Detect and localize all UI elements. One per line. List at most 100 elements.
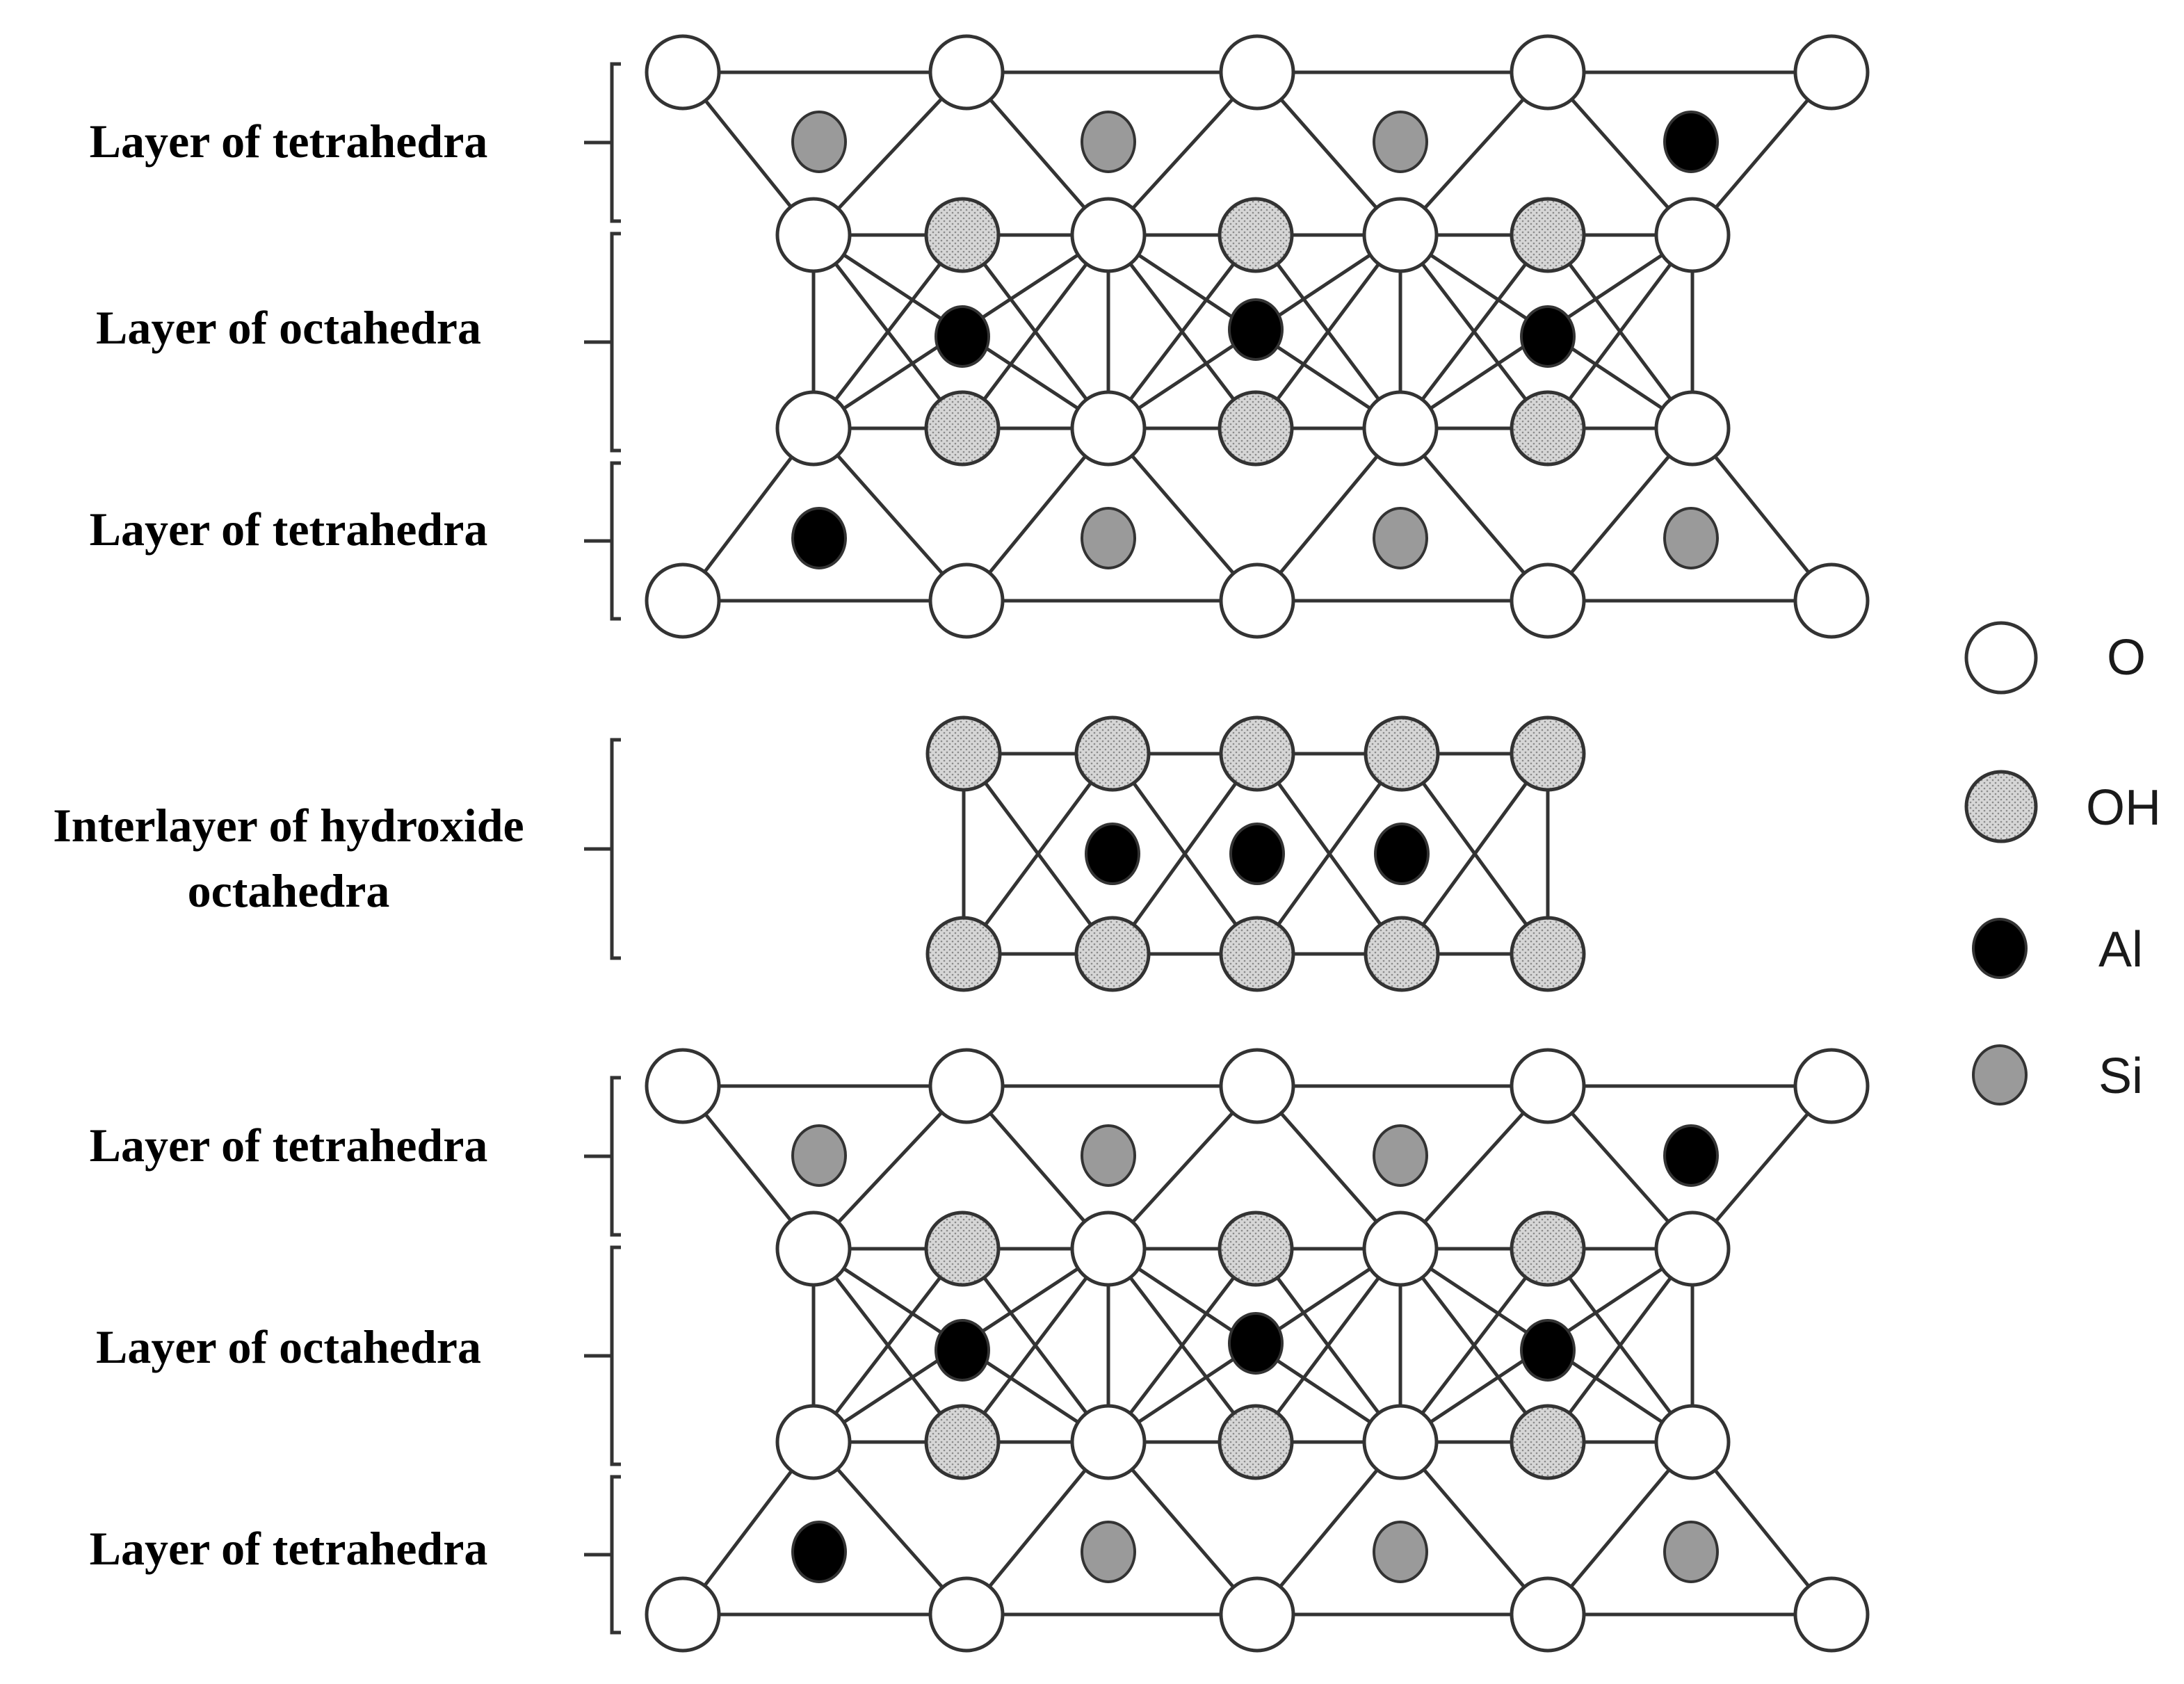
atom-al — [1663, 111, 1719, 173]
atom-o — [1793, 1048, 1870, 1124]
top-octa-diag — [1254, 234, 1402, 430]
atom-o — [1219, 1048, 1295, 1124]
atom-o — [1070, 1211, 1147, 1287]
interlayer-bracket — [584, 738, 621, 960]
bottom-tetra-lower-zig — [812, 1441, 968, 1616]
atom-si — [1081, 507, 1136, 569]
atom-o — [1362, 1404, 1439, 1480]
legend-label-o: O — [2107, 630, 2146, 686]
interlayer-cross — [1400, 752, 1550, 955]
atom-oh — [1218, 1404, 1294, 1480]
atom-al — [1228, 1312, 1284, 1375]
bottom-octa-diag — [1399, 1247, 1549, 1443]
top-bracket-tetra-upper — [584, 62, 621, 223]
atom-si — [1373, 507, 1428, 569]
atom-oh — [924, 1211, 1001, 1287]
label-top-tetra-upper: Layer of tetrahedra — [90, 115, 488, 168]
label-interlayer-line1: Interlayer of hydroxide — [53, 799, 524, 852]
label-bottom-octa: Layer of octahedra — [96, 1320, 481, 1373]
atom-o — [645, 1576, 721, 1653]
atom-o — [928, 1048, 1005, 1124]
atom-oh — [1074, 916, 1151, 992]
interlayer-cross — [1110, 752, 1259, 955]
atom-oh — [924, 197, 1001, 273]
atom-al — [1520, 1319, 1576, 1382]
legend-label-si: Si — [2098, 1049, 2143, 1104]
bottom-octa-diag — [1546, 1247, 1694, 1443]
label-top-tetra-lower: Layer of tetrahedra — [90, 503, 488, 556]
atom-si — [791, 1124, 847, 1187]
atom-o — [1793, 34, 1870, 111]
atom-oh — [1364, 916, 1440, 992]
atom-si — [1663, 507, 1719, 569]
atom-oh — [1364, 715, 1440, 792]
atom-o — [928, 1576, 1005, 1653]
atom-si — [1081, 1521, 1136, 1583]
bottom-octa-diag — [1107, 1247, 1257, 1443]
legend-label-oh: OH — [2086, 780, 2161, 836]
legend-swatch-al — [1972, 918, 2028, 979]
legend-swatch-oh — [1964, 770, 2038, 843]
top-bracket-tetra-lower — [584, 461, 621, 621]
atom-o — [775, 1211, 852, 1287]
atom-al — [791, 507, 847, 569]
top-tetra-lower-zig — [812, 427, 968, 602]
legend-swatch-o — [1964, 621, 2038, 695]
atom-si — [1373, 1124, 1428, 1187]
bottom-octa-diag — [812, 1247, 964, 1443]
bottom-bracket-octa — [584, 1245, 621, 1466]
atom-o — [1793, 1576, 1870, 1653]
bottom-bracket-tetra-lower — [584, 1475, 621, 1635]
atom-si — [791, 111, 847, 173]
atom-o — [1793, 562, 1870, 639]
atom-o — [1070, 390, 1147, 467]
atom-oh — [1219, 916, 1295, 992]
atom-o — [1654, 1211, 1731, 1287]
atom-o — [928, 562, 1005, 639]
atom-oh — [1510, 197, 1586, 273]
interlayer-cross — [1255, 752, 1404, 955]
atom-o — [1362, 390, 1439, 467]
atom-oh — [1510, 390, 1586, 467]
atom-al — [1520, 305, 1576, 368]
layer-brackets — [584, 62, 621, 1635]
atom-o — [645, 562, 721, 639]
bottom-bracket-tetra-upper — [584, 1076, 621, 1237]
atom-oh — [925, 916, 1002, 992]
atom-oh — [1074, 715, 1151, 792]
bottom-octa-diag — [961, 1247, 1110, 1443]
top-bracket-octa — [584, 232, 621, 453]
atom-si — [1663, 1521, 1719, 1583]
atom-oh — [1219, 715, 1295, 792]
label-interlayer-line2: octahedra — [188, 864, 390, 917]
atom-al — [1085, 823, 1140, 885]
atom-si — [1081, 111, 1136, 173]
atom-o — [1219, 562, 1295, 639]
atom-oh — [1218, 390, 1294, 467]
atom-o — [928, 34, 1005, 111]
atom-si — [1081, 1124, 1136, 1187]
atom-oh — [924, 1404, 1001, 1480]
atom-al — [1663, 1124, 1719, 1187]
top-octa-diag — [812, 234, 964, 430]
atom-si — [1373, 1521, 1428, 1583]
legend-label-al: Al — [2098, 922, 2143, 978]
atom-o — [1219, 34, 1295, 111]
top-octa-diag — [1399, 234, 1549, 430]
atom-o — [1510, 1576, 1586, 1653]
top-octa-diag — [1546, 234, 1694, 430]
legend-swatch-si — [1972, 1044, 2028, 1106]
atom-o — [1510, 562, 1586, 639]
atom-o — [775, 390, 852, 467]
interlayer-cross — [962, 752, 1115, 955]
atom-o — [645, 34, 721, 111]
atom-o — [1654, 197, 1731, 273]
atom-si — [1373, 111, 1428, 173]
top-octa-diag — [1107, 234, 1257, 430]
atom-oh — [1510, 1211, 1586, 1287]
atom-oh — [1218, 1211, 1294, 1287]
label-bottom-tetra-upper: Layer of tetrahedra — [90, 1119, 488, 1172]
atom-o — [1654, 1404, 1731, 1480]
atom-oh — [1510, 715, 1586, 792]
bottom-octa-diag — [1254, 1247, 1402, 1443]
